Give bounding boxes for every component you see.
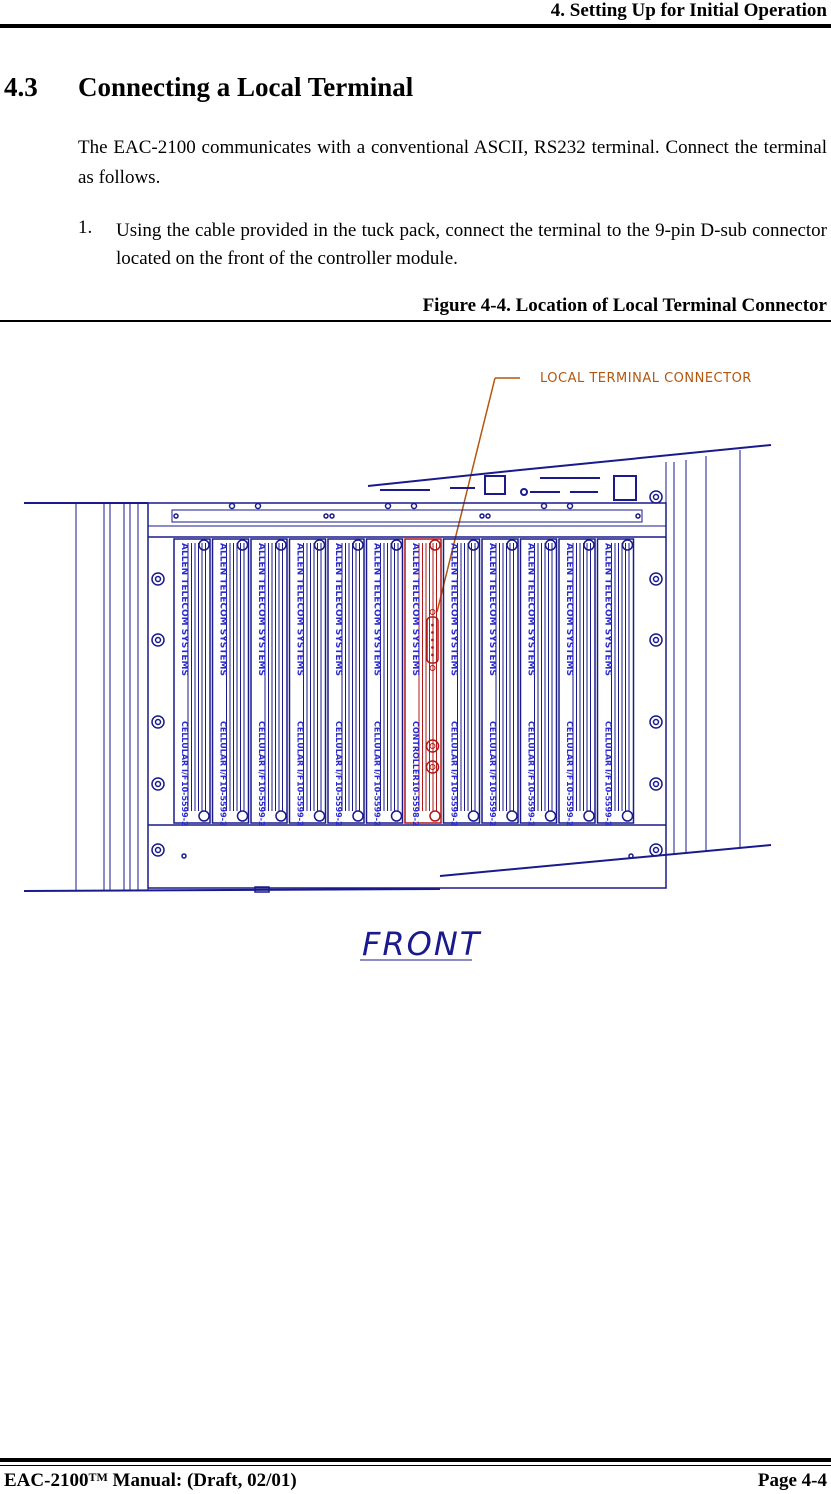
module-brand-label: ALLEN TELECOM SYSTEMS (218, 543, 228, 676)
module-name-label: CELLULAR I/F (373, 721, 382, 780)
module-card: ALLEN TELECOM SYSTEMS CELLULAR I/F10-5599… (288, 538, 327, 827)
intro-paragraph: The EAC-2100 communicates with a convent… (78, 137, 827, 188)
step-number: 1. (78, 217, 93, 238)
mounting-hardware (151, 490, 663, 893)
footer-rule-thin (0, 1465, 831, 1466)
module-part-label: 10-5599-2 (296, 781, 305, 827)
module-name-label: CELLULAR I/F (257, 721, 266, 780)
module-part-label: 10-5599-2 (450, 781, 459, 827)
dsub-connector[interactable] (426, 609, 439, 671)
module-part-label: 10-5599-2 (334, 781, 343, 827)
module-part-label: 10-5599-2 (527, 781, 536, 827)
module-brand-label: ALLEN TELECOM SYSTEMS (179, 543, 189, 676)
right-side-panel (665, 450, 741, 855)
footer-manual: EAC-2100TM Manual: (Draft, 02/01) (4, 1470, 297, 1491)
module-name-label: CELLULAR I/F (296, 721, 305, 780)
footer-rule (0, 1458, 831, 1462)
module-brand-label: ALLEN TELECOM SYSTEMS (372, 543, 382, 676)
footer-page: Page 4-4 (757, 1470, 827, 1491)
module-name-label: CELLULAR I/F (180, 721, 189, 780)
module-card: ALLEN TELECOM SYSTEMS CELLULAR I/F10-5599… (173, 538, 211, 827)
module-card: ALLEN TELECOM SYSTEMS CELLULAR I/F10-5599… (519, 538, 558, 827)
rear-components (380, 475, 637, 501)
module-brand-label: ALLEN TELECOM SYSTEMS (603, 543, 613, 676)
module-part-label: 10-5599-2 (180, 781, 189, 827)
chassis-frame (147, 502, 667, 889)
module-card: ALLEN TELECOM SYSTEMS CELLULAR I/F10-5599… (442, 538, 481, 827)
module-part-label: 10-5599-2 (604, 781, 613, 827)
module-name-label: CELLULAR I/F (450, 721, 459, 780)
module-part-label: 10-5599-2 (565, 781, 574, 827)
module-part-label: 10-5599-2 (373, 781, 382, 827)
figure-caption: Figure 4-4. Location of Local Terminal C… (422, 295, 827, 316)
module-part-label: 10-5599-2 (219, 781, 228, 827)
front-label: FRONT (362, 925, 482, 963)
header-rule (0, 24, 831, 28)
module-name-label: CELLULAR I/F (565, 721, 574, 780)
module-card: ALLEN TELECOM SYSTEMS CELLULAR I/F10-5599… (327, 538, 365, 827)
module-brand-label: ALLEN TELECOM SYSTEMS (564, 543, 574, 676)
module-name-label: CELLULAR I/F (334, 721, 343, 780)
module-brand-label: ALLEN TELECOM SYSTEMS (295, 543, 305, 676)
module-name-label: CONTROLLER (411, 721, 420, 781)
module-part-label: 10-5599-2 (488, 781, 497, 827)
caption-rule (0, 320, 831, 322)
module-name-label: CELLULAR I/F (527, 721, 536, 780)
callout-label: LOCAL TERMINAL CONNECTOR (540, 371, 752, 386)
module-name-label: CELLULAR I/F (219, 721, 228, 780)
module-part-label: 10-5598-2 (411, 781, 420, 827)
module-card: ALLEN TELECOM SYSTEMS CELLULAR I/F10-5599… (596, 538, 635, 827)
module-brand-label: ALLEN TELECOM SYSTEMS (410, 543, 420, 676)
section-title: Connecting a Local Terminal (78, 72, 414, 102)
module-brand-label: ALLEN TELECOM SYSTEMS (333, 543, 343, 676)
module-card: ALLEN TELECOM SYSTEMS CELLULAR I/F10-5599… (365, 538, 404, 827)
break-lines (23, 444, 772, 892)
module-name-label: CELLULAR I/F (488, 721, 497, 780)
chapter-header: 4. Setting Up for Initial Operation (550, 0, 827, 21)
left-side-panel (75, 503, 149, 890)
module-card: ALLEN TELECOM SYSTEMS CELLULAR I/F10-5599… (481, 538, 519, 827)
module-card: ALLEN TELECOM SYSTEMS CELLULAR I/F10-5599… (250, 538, 288, 827)
module-card: ALLEN TELECOM SYSTEMS CELLULAR I/F10-5599… (558, 538, 596, 827)
module-name-label: CELLULAR I/F (604, 721, 613, 780)
module-card: ALLEN TELECOM SYSTEMS CELLULAR I/F10-5599… (211, 538, 250, 827)
section-number: 4.3 (4, 72, 38, 102)
module-brand-label: ALLEN TELECOM SYSTEMS (256, 543, 266, 676)
chassis-diagram: LOCAL TERMINAL CONNECTOR (23, 371, 772, 963)
module-brand-label: ALLEN TELECOM SYSTEMS (526, 543, 536, 676)
connector-callout: LOCAL TERMINAL CONNECTOR (436, 371, 752, 613)
module-brand-label: ALLEN TELECOM SYSTEMS (449, 543, 459, 676)
step-text: Using the cable provided in the tuck pac… (116, 220, 827, 269)
module-part-label: 10-5599-2 (257, 781, 266, 827)
module-brand-label: ALLEN TELECOM SYSTEMS (487, 543, 497, 676)
top-rail (171, 509, 643, 523)
